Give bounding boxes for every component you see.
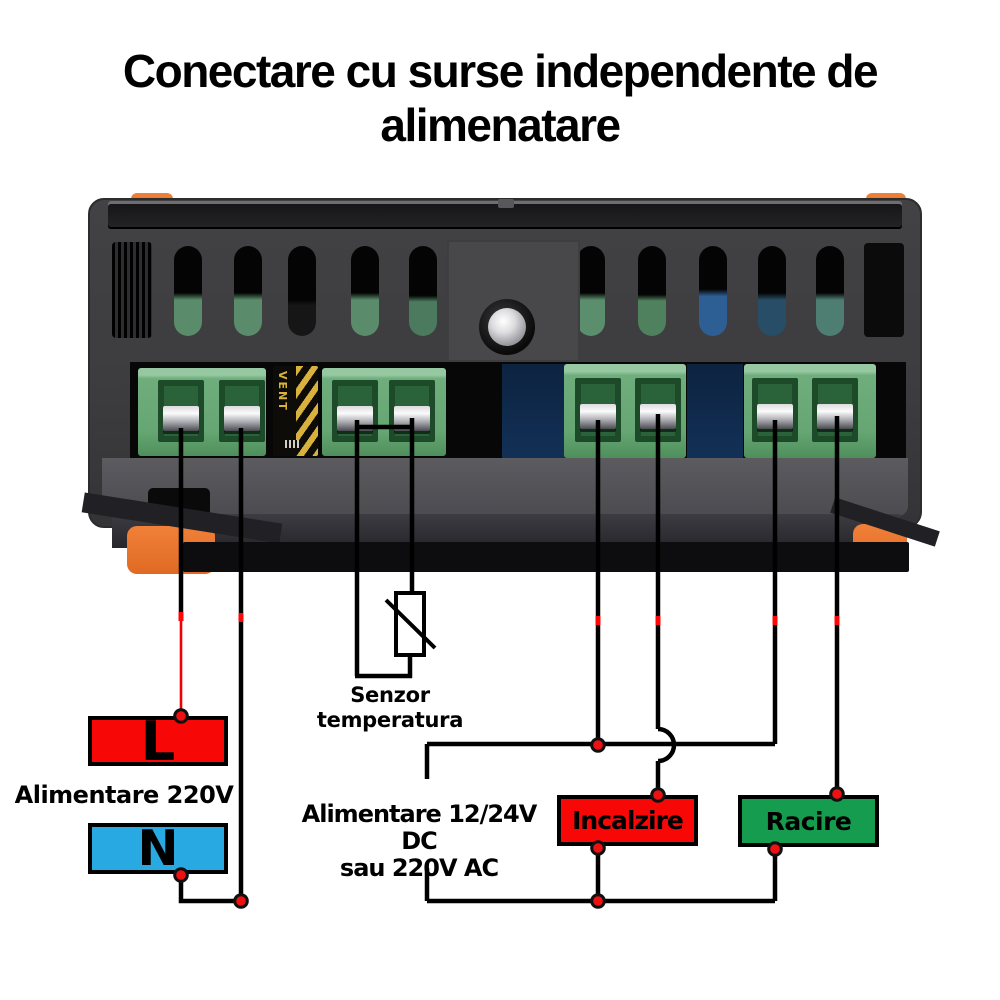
terminal-clamp [163, 406, 199, 431]
terminal-clamp [394, 406, 430, 431]
vent-slot [577, 246, 605, 336]
side-vent-ribs [112, 242, 152, 338]
screw-terminal-2 [219, 380, 265, 442]
title-line-2: alimenatare [380, 99, 621, 151]
pcb-edge [502, 364, 568, 458]
pcb-edge [687, 364, 743, 458]
screw-terminal-6 [635, 378, 681, 442]
live-label: L [140, 709, 176, 773]
vent-slot [699, 246, 727, 336]
neutral-label: N [137, 820, 179, 877]
terminal-block-cooling [744, 364, 876, 458]
relay-supply-line1: Alimentare 12/24V DC [301, 800, 538, 855]
vent-slot [638, 246, 666, 336]
terminal-clamp [224, 406, 260, 431]
thermistor-diagonal [384, 598, 437, 650]
terminal-clamp [640, 404, 676, 429]
lower-housing-band [102, 458, 908, 516]
terminal-clamp [757, 404, 793, 429]
center-screw-icon [488, 308, 526, 346]
front-bezel-edge [108, 204, 902, 229]
bezel-notch [498, 199, 514, 208]
mains-supply-label: Alimentare 220V [14, 781, 234, 809]
cooling-load-box: Racire [738, 795, 879, 847]
vent-slot [758, 246, 786, 336]
screw-terminal-4 [389, 380, 435, 442]
side-slot-right [864, 243, 904, 337]
terminal-block-sensor [322, 368, 446, 456]
wire-hop-arc [657, 726, 677, 764]
sticker-barcode [285, 440, 301, 448]
vent-slot [234, 246, 262, 336]
sensor-label-line2: temperatura [316, 708, 464, 732]
screw-terminal-5 [575, 378, 621, 442]
vent-slot [351, 246, 379, 336]
page-title: Conectare cu surse independente de alime… [0, 44, 1000, 152]
warning-sticker: VENT [273, 366, 318, 456]
title-line-1: Conectare cu surse independente de [122, 45, 879, 97]
junction-dot-rail-top [590, 737, 606, 753]
sensor-label-line1: Senzor [350, 683, 430, 707]
cooling-label: Racire [765, 806, 852, 836]
vent-slot [288, 246, 316, 336]
controller-rear-panel: VENT [81, 193, 940, 586]
live-terminal-box: L [88, 710, 228, 773]
vent-slot [816, 246, 844, 336]
junction-dot-rail-bottom [590, 893, 606, 909]
terminal-clamp [337, 406, 373, 431]
sensor-label: Senzor temperatura [290, 683, 490, 733]
terminal-block-heating [564, 364, 686, 458]
screw-terminal-8 [812, 378, 858, 442]
neutral-terminal-box: N [88, 820, 228, 877]
front-panel-strip [183, 542, 909, 572]
heating-load-box: Incalzire [557, 795, 698, 846]
heating-label: Incalzire [572, 806, 684, 835]
thermistor-symbol [394, 591, 426, 657]
hazard-stripes-icon [296, 366, 318, 456]
screw-terminal-3 [332, 380, 378, 442]
terminal-block-power [138, 368, 266, 456]
vent-slot [409, 246, 437, 336]
relay-supply-line2: sau 220V AC [339, 854, 499, 882]
screw-terminal-7 [752, 378, 798, 442]
junction-dot-neutral [233, 893, 249, 909]
terminal-clamp [817, 404, 853, 429]
sticker-text: VENT [276, 371, 289, 412]
screw-terminal-1 [158, 380, 204, 442]
terminal-clamp [580, 404, 616, 429]
wire-ticks [178, 612, 840, 625]
vent-slot [174, 246, 202, 336]
relay-supply-label: Alimentare 12/24V DC sau 220V AC [287, 801, 551, 882]
wire-n-link [178, 877, 241, 904]
